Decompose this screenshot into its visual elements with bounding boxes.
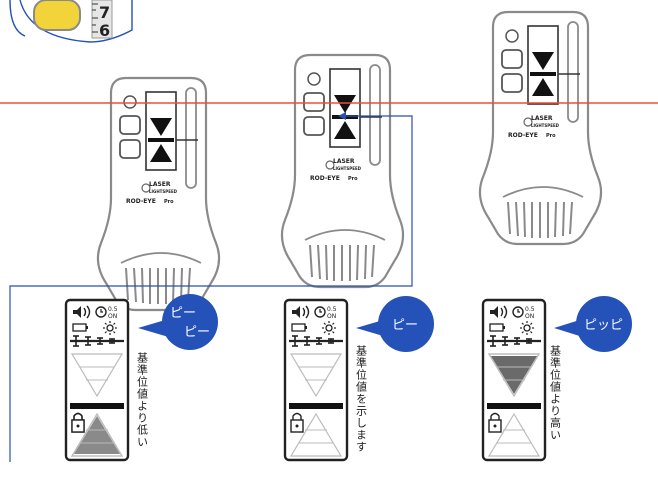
brand-top-right: LASER <box>531 115 553 122</box>
brand-bottom-left: LIGHTSPEED <box>149 189 178 194</box>
level-indicator-high <box>491 356 537 394</box>
sound-bubble-low: ピー ピー <box>138 294 218 350</box>
lcd-panel-high <box>481 298 547 462</box>
zoom-inset: 7 6 <box>9 0 133 43</box>
detector-left: LASER LIGHTSPEED ROD-EYE Pro <box>96 76 221 312</box>
ruler-number-7: 7 <box>99 3 110 22</box>
sound-low-line-1: ピー <box>170 306 196 321</box>
model-suffix-right: Pro <box>546 133 556 139</box>
sound-bubble-center: ピー <box>356 296 434 352</box>
sound-bubble-high: ピッピ <box>554 296 632 352</box>
detector-right: LASER LIGHTSPEED ROD-EYE Pro <box>478 10 603 246</box>
lcd-panel-center <box>283 298 349 462</box>
brand-top-left: LASER <box>149 181 171 188</box>
caption-low: 基準位値より低い <box>136 352 149 448</box>
detector-center: LASER LIGHTSPEED ROD-EYE Pro <box>280 53 405 289</box>
sound-low-line-2: ピー <box>184 325 210 340</box>
model-suffix-left: Pro <box>164 199 174 205</box>
caption-high: 基準位値より高い <box>549 345 562 441</box>
sound-center-line-1: ピー <box>392 318 418 333</box>
yellow-button-icon <box>33 0 81 31</box>
model-left: ROD-EYE <box>126 198 156 205</box>
brand-bottom-right: LIGHTSPEED <box>531 123 560 128</box>
brand-bottom-center: LIGHTSPEED <box>333 166 362 171</box>
level-indicator-low <box>74 416 120 454</box>
brand-top-center: LASER <box>333 158 355 165</box>
caption-center: 基準位値を示します <box>355 345 368 453</box>
sound-high-line-1: ピッピ <box>584 318 623 333</box>
ruler-number-6: 6 <box>99 21 110 40</box>
lcd-panel-low <box>64 298 130 462</box>
model-center: ROD-EYE <box>310 175 340 182</box>
model-suffix-center: Pro <box>348 176 358 182</box>
model-right: ROD-EYE <box>508 132 538 139</box>
callout-connector <box>9 112 413 462</box>
